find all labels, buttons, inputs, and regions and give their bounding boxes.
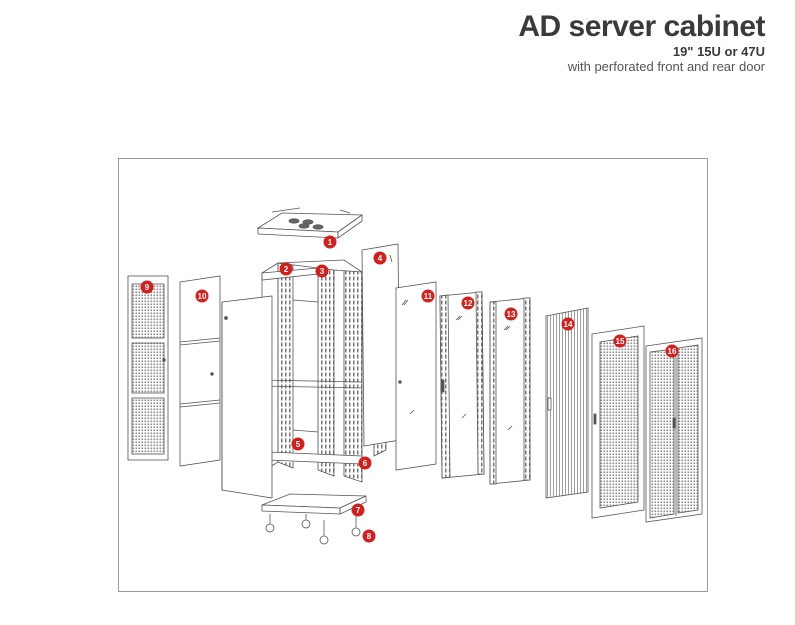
svg-text:2: 2 [284,265,289,274]
svg-text:1: 1 [328,238,333,247]
badge-5: 5 [291,437,305,451]
badge-16: 16 [665,344,679,358]
svg-text:4: 4 [378,254,383,263]
badge-2: 2 [279,262,293,276]
svg-text:16: 16 [668,347,677,356]
header: AD server cabinet 19" 15U or 47U with pe… [518,10,765,74]
svg-text:9: 9 [145,283,150,292]
base-plinth [261,493,367,515]
slotted-door [545,307,589,499]
svg-text:5: 5 [296,440,301,449]
page-description: with perforated front and rear door [567,59,765,74]
page-title: AD server cabinet [518,10,765,43]
badge-7: 7 [351,503,365,517]
svg-text:10: 10 [198,292,207,301]
part-badges: 1 2 3 4 5 6 7 8 9 10 11 12 13 14 15 16 [140,235,679,543]
side-panel-left [221,295,273,499]
page-subtitle: 19" 15U or 47U [672,44,765,59]
castors [265,514,361,545]
top-cover [256,207,364,239]
svg-text:14: 14 [564,320,573,329]
badge-14: 14 [561,317,575,331]
badge-9: 9 [140,280,154,294]
badge-13: 13 [504,307,518,321]
badge-6: 6 [358,456,372,470]
svg-text:6: 6 [363,459,368,468]
vertical-post [361,243,401,457]
diagram-frame [118,158,708,592]
badge-4: 4 [373,251,387,265]
badge-1: 1 [323,235,337,249]
rear-door-perforated [127,275,169,461]
badge-15: 15 [613,334,627,348]
cabinet-frame [261,259,364,483]
svg-text:8: 8 [367,532,372,541]
svg-text:11: 11 [424,292,433,301]
svg-text:15: 15 [616,337,625,346]
side-panel-glass [395,281,437,471]
svg-text:7: 7 [356,506,361,515]
svg-text:13: 13 [507,310,516,319]
badge-8: 8 [362,529,376,543]
badge-11: 11 [421,289,435,303]
svg-text:3: 3 [320,267,325,276]
badge-10: 10 [195,289,209,303]
side-panel-solid [179,275,221,467]
svg-text:12: 12 [464,299,473,308]
badge-3: 3 [315,264,329,278]
glass-door [439,291,485,479]
perforated-front-door [591,325,645,519]
perforated-double-door [645,337,703,523]
badge-12: 12 [461,296,475,310]
glass-door-front [489,297,531,485]
